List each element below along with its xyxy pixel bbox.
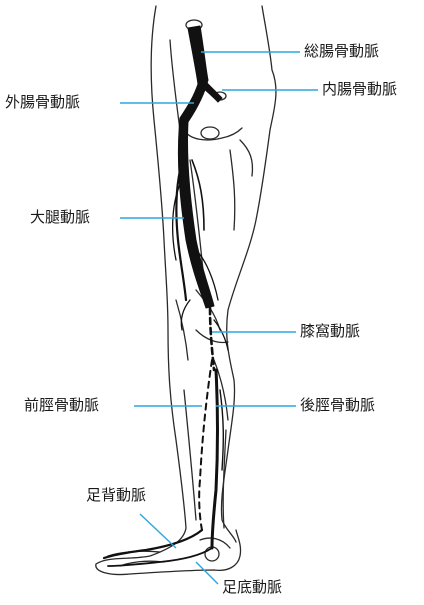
artery-tree — [178, 26, 222, 308]
leader-dorsalis-pedis — [140, 514, 176, 548]
label-external-iliac: 外腸骨動脈 — [5, 93, 80, 111]
label-anterior-tibial: 前脛骨動脈 — [24, 396, 99, 414]
label-dorsalis-pedis: 足背動脈 — [86, 486, 146, 504]
label-posterior-tibial: 後脛骨動脈 — [300, 396, 375, 414]
label-internal-iliac: 内腸骨動脈 — [322, 80, 397, 98]
leader-plantar — [196, 562, 218, 584]
label-plantar: 足底動脈 — [222, 578, 282, 596]
label-femoral: 大腿動脈 — [30, 208, 90, 226]
label-popliteal: 膝窩動脈 — [300, 322, 360, 340]
label-common-iliac: 総腸骨動脈 — [304, 42, 379, 60]
